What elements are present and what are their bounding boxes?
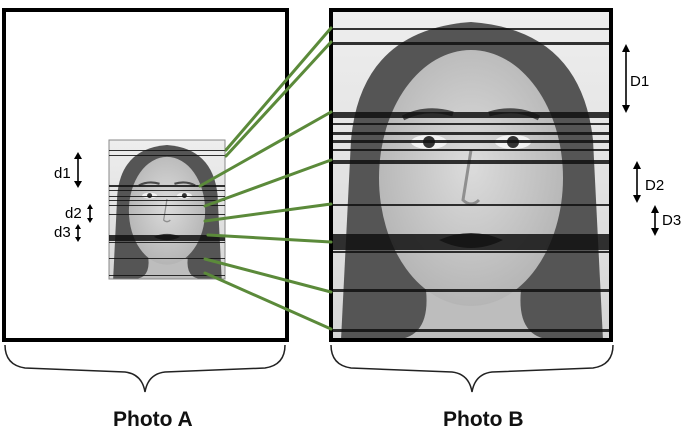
label-d2: d2 bbox=[65, 205, 82, 222]
photo-a-stripe bbox=[109, 185, 225, 187]
connector-line bbox=[224, 26, 333, 152]
photo-b-stripe bbox=[331, 204, 611, 206]
photo-a-stripe bbox=[109, 235, 225, 241]
D3-arrow bbox=[651, 205, 659, 236]
photo-b-stripe bbox=[331, 149, 611, 151]
photo-b-stripe bbox=[331, 28, 611, 30]
brace-photo-b bbox=[330, 344, 614, 393]
photo-b-stripe bbox=[331, 42, 611, 45]
photo-a-stripe bbox=[109, 275, 225, 276]
label-d3: d3 bbox=[54, 224, 71, 241]
photo-b-stripe bbox=[331, 289, 611, 292]
d3-arrow bbox=[75, 224, 81, 242]
label-D2: D2 bbox=[645, 177, 664, 194]
photo-a-thumbnail bbox=[107, 138, 227, 281]
photo-a-stripe bbox=[109, 150, 225, 151]
photo-a-stripes bbox=[109, 150, 225, 276]
connector-line bbox=[203, 271, 333, 331]
photo-a-stripe bbox=[109, 196, 225, 197]
photo-a-stripe bbox=[109, 190, 225, 191]
connector-line bbox=[224, 40, 333, 158]
connector-line bbox=[203, 158, 333, 208]
photo-a-stripe bbox=[109, 155, 225, 156]
label-D1: D1 bbox=[630, 73, 649, 90]
connector-line bbox=[198, 110, 333, 188]
photo-b-measures bbox=[622, 44, 659, 236]
label-d1: d1 bbox=[54, 165, 71, 182]
photo-b-stripe bbox=[331, 140, 611, 143]
d1-arrow bbox=[74, 152, 82, 188]
photo-b-frame bbox=[329, 8, 613, 342]
connector-line bbox=[203, 257, 333, 294]
photo-a-measures bbox=[74, 152, 93, 242]
photo-a-stripe bbox=[109, 205, 225, 206]
photo-a-stripe bbox=[109, 200, 225, 201]
D2-arrow bbox=[633, 161, 641, 203]
photo-b-image bbox=[331, 10, 611, 340]
photo-b-caption: Photo B bbox=[443, 408, 524, 431]
photo-b-stripes bbox=[331, 28, 611, 332]
connector-line bbox=[206, 233, 333, 244]
d2-arrow bbox=[87, 204, 93, 223]
connector-lines bbox=[198, 26, 333, 331]
label-D3: D3 bbox=[662, 212, 681, 229]
photo-b-stripe bbox=[331, 329, 611, 332]
photo-b-stripe bbox=[331, 132, 611, 135]
photo-a-stripe bbox=[109, 258, 225, 259]
photo-a-stripe bbox=[109, 214, 225, 215]
photo-b-stripe bbox=[331, 251, 611, 253]
brace-photo-a bbox=[4, 344, 286, 393]
photo-b-stripe bbox=[331, 123, 611, 125]
D1-arrow bbox=[622, 44, 630, 113]
photo-a-caption: Photo A bbox=[113, 408, 193, 431]
connector-line bbox=[203, 202, 333, 223]
photo-b-stripe bbox=[331, 160, 611, 164]
photo-b-stripe bbox=[331, 234, 611, 250]
photo-b-stripe bbox=[331, 112, 611, 118]
photo-a-stripe bbox=[109, 242, 225, 243]
